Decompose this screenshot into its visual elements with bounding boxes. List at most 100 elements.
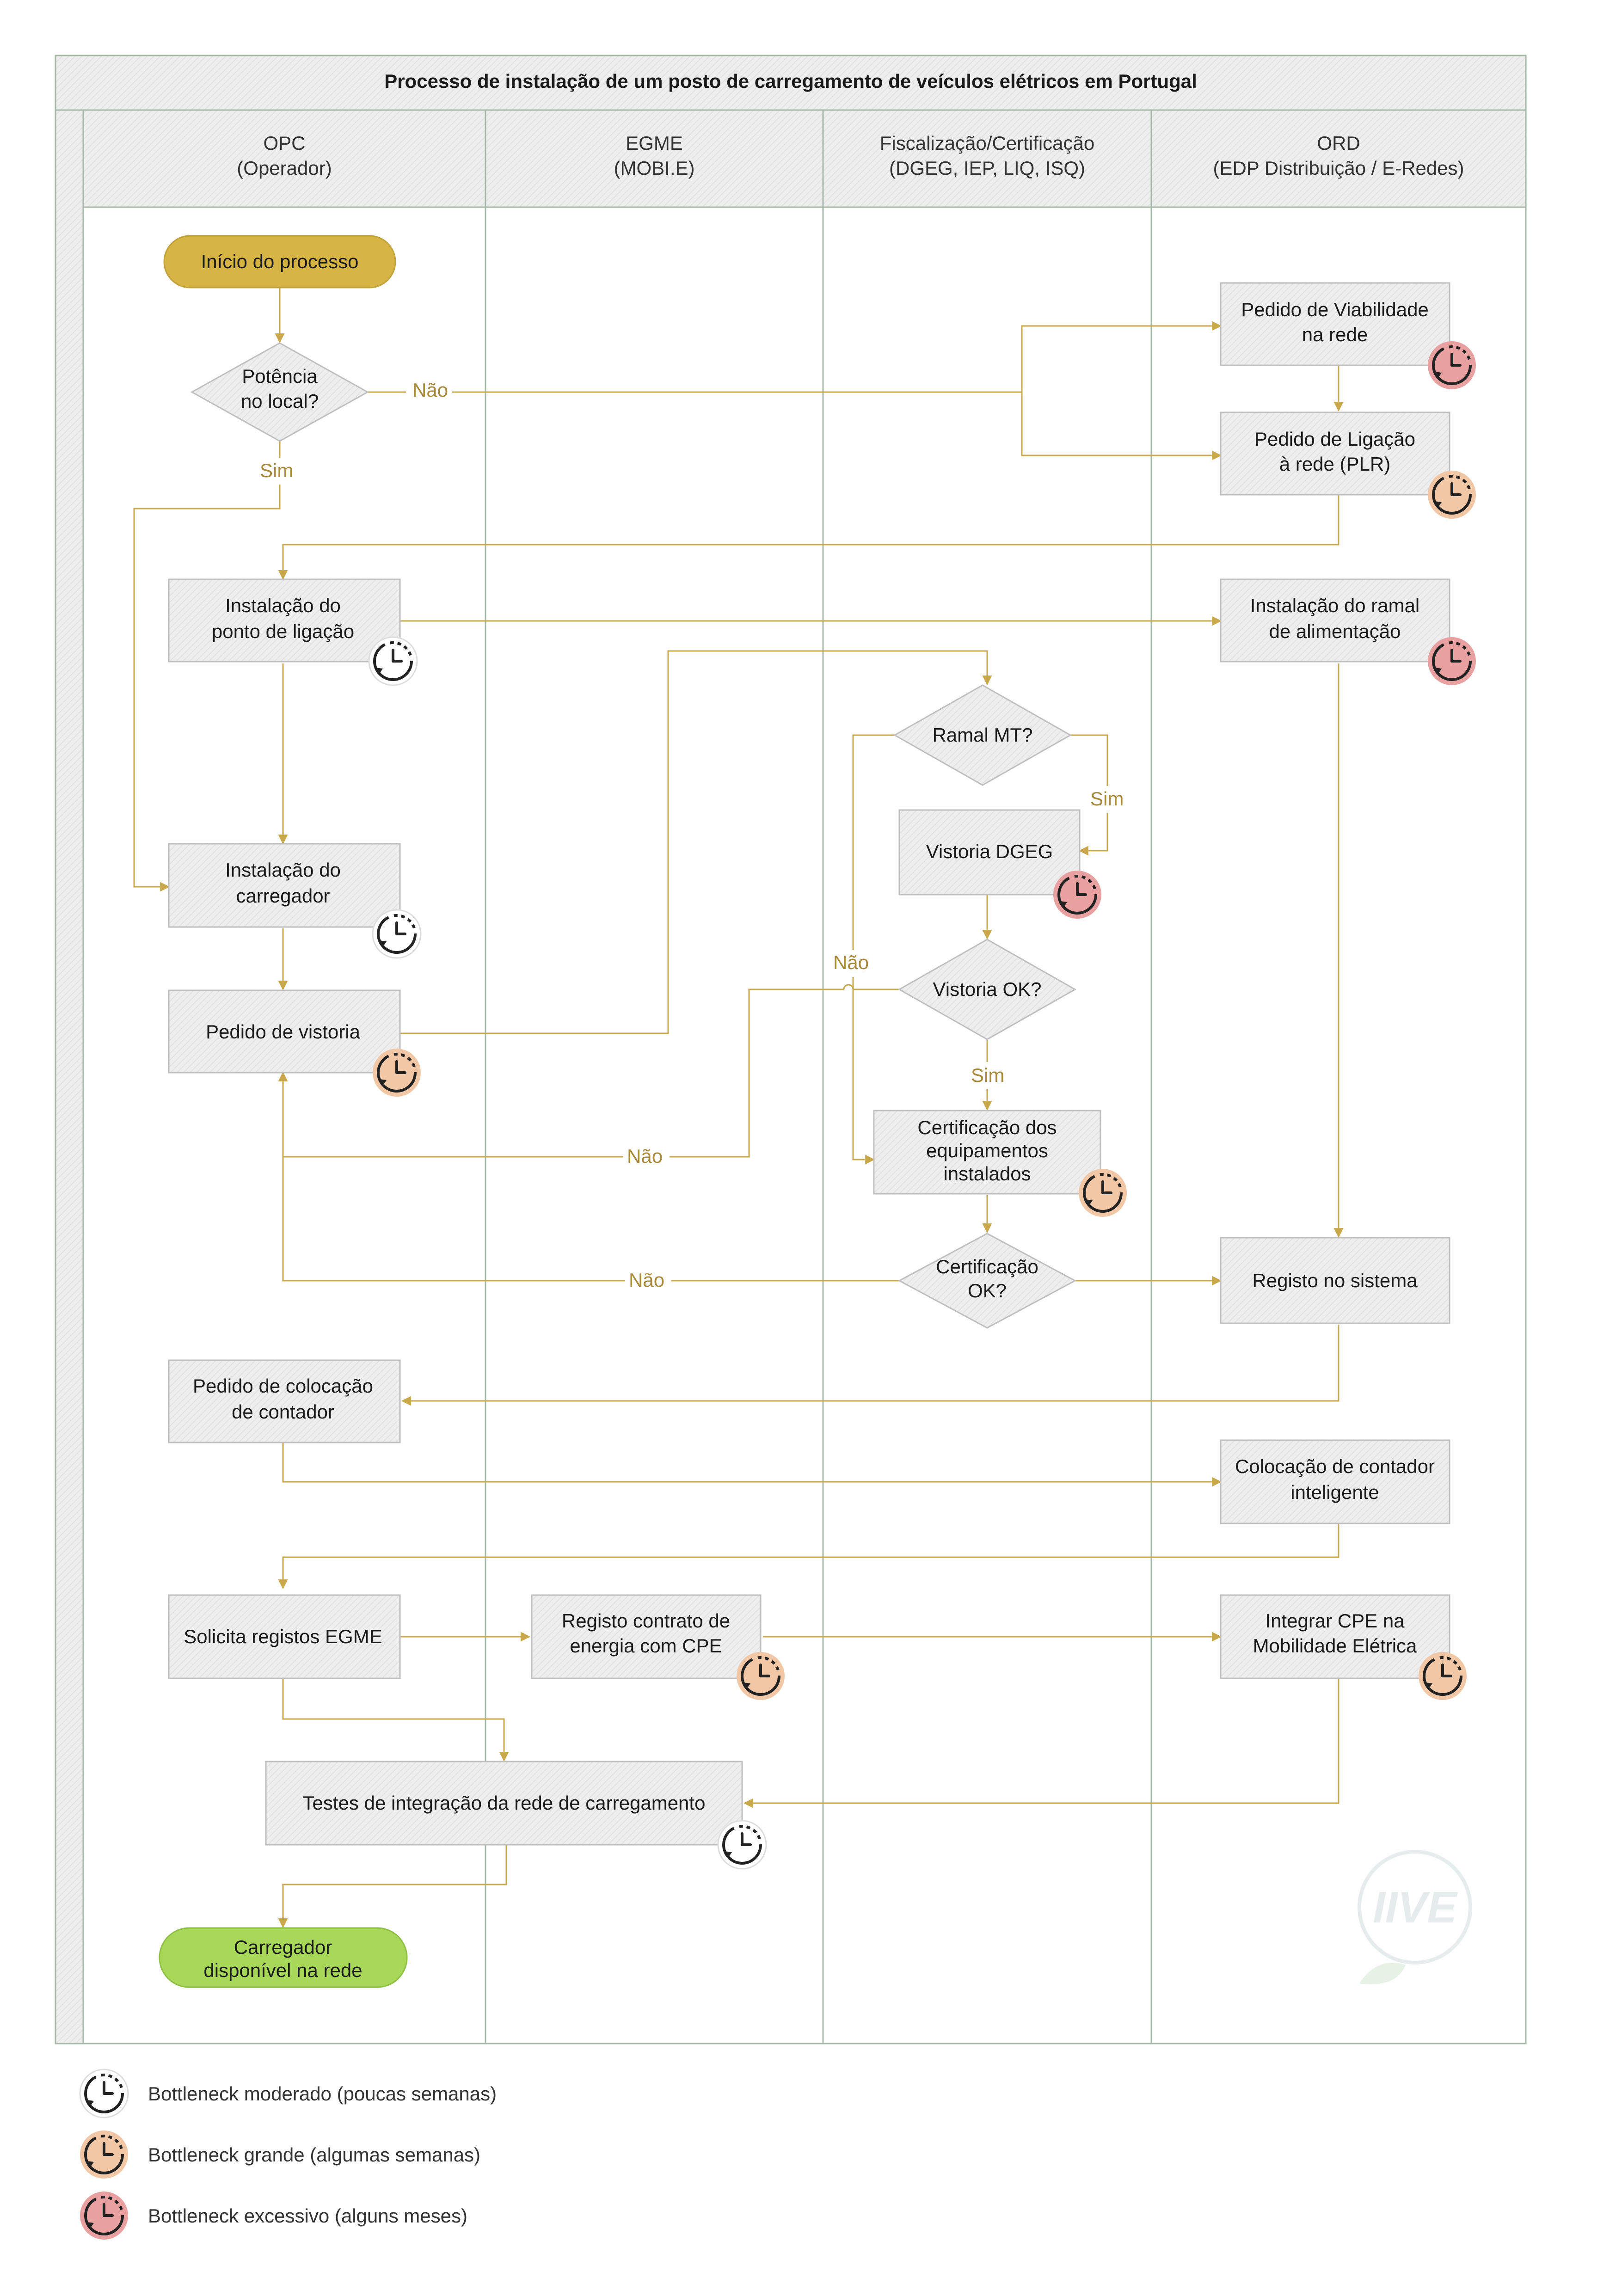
legend-excessive-label: Bottleneck excessivo (alguns meses): [148, 2205, 467, 2227]
task-pedido-ligacao: Pedido de Ligação à rede (PLR): [1220, 411, 1450, 496]
task-instalacao-ponto: Instalação do ponto de ligação: [168, 578, 401, 663]
task-pedido-viabilidade: Pedido de Viabilidade na rede: [1220, 282, 1450, 366]
lane-ord-name: ORD: [1317, 132, 1360, 154]
task-contrato-line2: energia com CPE: [570, 1635, 722, 1657]
legend-excessive-icon: [80, 2192, 128, 2240]
task-registo-sistema: Registo no sistema: [1220, 1237, 1450, 1324]
edge-label-sim-vistoria: Sim: [971, 1064, 1004, 1086]
bottleneck-ponto-icon: [368, 636, 418, 686]
task-registo-contrato: Registo contrato de energia com CPE: [531, 1594, 762, 1679]
task-ligacao-line1: Pedido de Ligação: [1254, 428, 1415, 450]
task-integrar-line1: Integrar CPE na: [1265, 1610, 1405, 1632]
connectors: [133, 288, 1344, 1928]
end-terminator: Carregador disponível na rede: [159, 1927, 408, 1988]
bottleneck-pedido-vistoria-icon: [373, 1049, 421, 1097]
task-viabilidade-line2: na rede: [1302, 324, 1368, 345]
end-label-line2: disponível na rede: [203, 1959, 362, 1981]
nodes: Início do processo Potência no local? Pe…: [159, 235, 1450, 1988]
legend-large-icon: [80, 2130, 128, 2179]
task-integrar-cpe: Integrar CPE na Mobilidade Elétrica: [1220, 1594, 1450, 1679]
task-certificacao-line1: Certificação dos: [917, 1117, 1057, 1138]
decision-certificacao-ok: Certificação OK?: [897, 1233, 1077, 1329]
bottleneck-testes-icon: [717, 1820, 767, 1870]
task-certificacao-line3: instalados: [943, 1163, 1031, 1185]
task-contador-inteligente: Colocação de contador inteligente: [1220, 1439, 1450, 1524]
bottleneck-badges: [368, 341, 1476, 1870]
task-contador-line1: Colocação de contador: [1235, 1455, 1435, 1477]
decision-potencia: Potência no local?: [190, 342, 369, 442]
task-testes-label: Testes de integração da rede de carregam…: [303, 1792, 706, 1814]
decision-vistoria-ok-label: Vistoria OK?: [933, 978, 1042, 1000]
task-ponto-line1: Instalação do: [225, 595, 341, 616]
legend-large-label: Bottleneck grande (algumas semanas): [148, 2144, 480, 2166]
task-registo-sistema-label: Registo no sistema: [1252, 1270, 1418, 1291]
edge-label-sim-ramal: Sim: [1090, 788, 1124, 810]
bottleneck-ramal-icon: [1428, 637, 1476, 685]
bottleneck-carregador-icon: [372, 909, 422, 959]
jump-hop: [843, 984, 854, 990]
task-instalacao-carregador: Instalação do carregador: [168, 843, 401, 928]
task-certificacao-equipamentos: Certificação dos equipamentos instalados: [873, 1110, 1101, 1195]
legend: Bottleneck moderado (poucas semanas) Bot…: [79, 2069, 497, 2240]
decision-ramal-mt-label: Ramal MT?: [932, 724, 1032, 746]
legend-moderate-label: Bottleneck moderado (poucas semanas): [148, 2083, 497, 2105]
task-instalacao-ramal: Instalação do ramal de alimentação: [1220, 578, 1450, 663]
left-gutter: [55, 109, 84, 2044]
lane-ord-sub: (EDP Distribuição / E-Redes): [1213, 157, 1464, 179]
task-pedido-vistoria: Pedido de vistoria: [168, 989, 401, 1074]
task-contador-line2: inteligente: [1290, 1481, 1379, 1503]
task-pedido-vistoria-label: Pedido de vistoria: [206, 1021, 361, 1043]
lane-egme-sub: (MOBI.E): [614, 157, 695, 179]
task-vistoria-dgeg-label: Vistoria DGEG: [926, 841, 1053, 862]
bottleneck-certificacao-icon: [1079, 1169, 1127, 1217]
task-pedido-contador-line2: de contador: [232, 1401, 334, 1423]
task-pedido-contador-line1: Pedido de colocação: [193, 1375, 373, 1397]
edge-labels: Não Sim Sim Não Sim Não Não: [255, 378, 1128, 1294]
bottleneck-integrar-icon: [1419, 1652, 1467, 1700]
task-ponto-line2: ponto de ligação: [212, 620, 354, 642]
edge-label-nao-vistoria: Não: [627, 1145, 663, 1167]
lane-headers: OPC (Operador) EGME (MOBI.E) Fiscalizaçã…: [237, 132, 1464, 179]
task-contrato-line1: Registo contrato de: [562, 1610, 730, 1632]
task-testes-integracao: Testes de integração da rede de carregam…: [265, 1761, 743, 1846]
swimlane-frame: [55, 55, 1527, 2044]
lane-opc-name: OPC: [263, 132, 305, 154]
task-vistoria-dgeg: Vistoria DGEG: [898, 809, 1081, 896]
lane-opc-sub: (Operador): [237, 157, 332, 179]
edge-label-nao-certificacao: Não: [629, 1269, 664, 1291]
legend-moderate-icon: [79, 2069, 129, 2118]
task-viabilidade-line1: Pedido de Viabilidade: [1241, 299, 1429, 320]
end-label-line1: Carregador: [234, 1936, 332, 1958]
lane-fisc-sub: (DGEG, IEP, LIQ, ISQ): [889, 157, 1085, 179]
start-label: Início do processo: [201, 251, 359, 272]
task-ramal-line1: Instalação do ramal: [1250, 595, 1420, 616]
bottleneck-viabilidade-icon: [1428, 341, 1476, 389]
lane-header-band: [82, 109, 1527, 208]
edge-label-sim-potencia: Sim: [260, 460, 293, 481]
task-carregador-line2: carregador: [236, 885, 330, 907]
task-solicita-label: Solicita registos EGME: [184, 1626, 382, 1647]
edge-label-nao-ramal: Não: [833, 952, 869, 973]
title-bar: [55, 55, 1527, 111]
bottleneck-contrato-icon: [737, 1652, 785, 1700]
decision-certificacao-line2: OK?: [968, 1280, 1007, 1301]
lane-fisc-name: Fiscalização/Certificação: [880, 132, 1095, 154]
task-ligacao-line2: à rede (PLR): [1279, 453, 1390, 475]
task-ramal-line2: de alimentação: [1269, 620, 1401, 642]
page-title: Processo de instalação de um posto de ca…: [384, 70, 1197, 92]
task-certificacao-line2: equipamentos: [926, 1140, 1048, 1161]
decision-certificacao-line1: Certificação: [936, 1256, 1038, 1277]
lane-egme-name: EGME: [626, 132, 683, 154]
task-carregador-line1: Instalação do: [225, 859, 341, 881]
start-terminator: Início do processo: [163, 235, 396, 289]
decision-ramal-mt: Ramal MT?: [893, 684, 1072, 786]
edge-label-nao-potencia: Não: [412, 379, 448, 401]
task-pedido-contador: Pedido de colocação de contador: [168, 1359, 401, 1443]
decision-vistoria-ok: Vistoria OK?: [897, 939, 1077, 1040]
logo-text: IIVE: [1373, 1883, 1458, 1932]
bottleneck-ligacao-icon: [1428, 471, 1476, 519]
task-solicita-registos: Solicita registos EGME: [168, 1594, 401, 1679]
task-integrar-line2: Mobilidade Elétrica: [1253, 1635, 1417, 1657]
decision-potencia-line1: Potência: [242, 365, 318, 387]
